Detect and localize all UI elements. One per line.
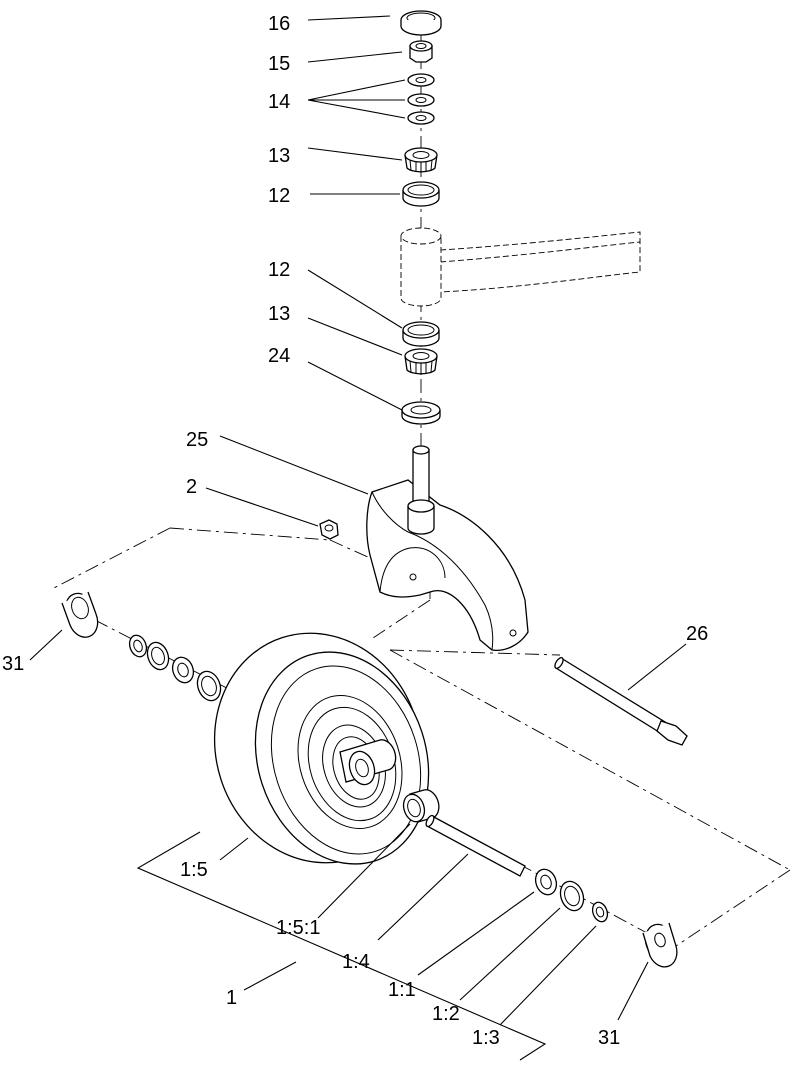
axle-spacer bbox=[425, 814, 526, 877]
locknut bbox=[409, 40, 433, 63]
caster-wheel bbox=[213, 632, 430, 865]
callout-13-upper: 13 bbox=[268, 145, 290, 167]
callout-12-upper: 12 bbox=[268, 185, 290, 207]
callout-1-2: 1:2 bbox=[432, 1003, 460, 1025]
callout-1-4: 1:4 bbox=[342, 951, 370, 973]
axle-bolt bbox=[554, 657, 688, 746]
wheel-bushing bbox=[591, 901, 609, 923]
callout-31-right: 31 bbox=[598, 1027, 620, 1049]
callout-26: 26 bbox=[686, 623, 708, 645]
callouts: 16 15 14 13 12 12 13 24 25 2 26 31 31 1:… bbox=[2, 13, 708, 1049]
bearing-sleeve bbox=[402, 789, 440, 823]
seal bbox=[401, 401, 441, 425]
callout-1-5-1: 1:5:1 bbox=[276, 917, 320, 939]
spacer-left bbox=[61, 591, 99, 638]
callout-13-lower: 13 bbox=[268, 303, 290, 325]
spacer-right bbox=[642, 922, 678, 968]
callout-15: 15 bbox=[268, 53, 290, 75]
frame-caster-tube bbox=[400, 227, 641, 307]
tapered-roller-bearing-upper bbox=[404, 147, 438, 173]
callout-31-left: 31 bbox=[2, 653, 24, 675]
callout-2: 2 bbox=[186, 476, 197, 498]
caster-fork bbox=[366, 445, 529, 651]
bearing-cup-lower bbox=[402, 321, 440, 347]
left-bearing-stack bbox=[128, 634, 222, 702]
callout-1-1: 1:1 bbox=[388, 979, 416, 1001]
callout-25: 25 bbox=[186, 429, 208, 451]
wheel-bearing bbox=[534, 868, 558, 896]
callout-1-3: 1:3 bbox=[472, 1027, 500, 1049]
wheel-seal bbox=[559, 880, 585, 912]
leader-lines bbox=[29, 15, 687, 1061]
callout-24: 24 bbox=[268, 345, 290, 367]
bearing-cup-upper bbox=[402, 181, 440, 207]
nut bbox=[319, 519, 339, 540]
callout-12-lower: 12 bbox=[268, 259, 290, 281]
callout-14: 14 bbox=[268, 91, 290, 113]
thrust-washers bbox=[407, 73, 435, 125]
dust-cap bbox=[400, 10, 442, 36]
tapered-roller-bearing-lower bbox=[404, 348, 438, 375]
callout-1: 1 bbox=[226, 987, 237, 1009]
callout-16: 16 bbox=[268, 13, 290, 35]
callout-1-5: 1:5 bbox=[180, 859, 208, 881]
